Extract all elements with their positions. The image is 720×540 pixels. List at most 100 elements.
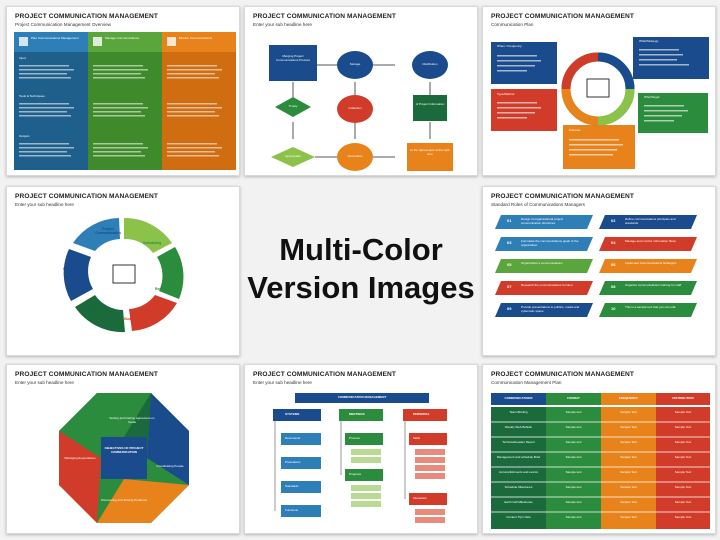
- petal-goals: Setting and Getting Agreement on Goals: [109, 416, 155, 424]
- table-cell-frequency: Sample Text: [620, 455, 637, 459]
- role-text-01: Design of organizational project communi…: [521, 217, 564, 225]
- table-cell-format: Sample text: [565, 500, 582, 504]
- table-cell-frequency: Sample Text: [620, 440, 637, 444]
- node-right-people: to the right people at the right time: [410, 148, 450, 156]
- slide-subtitle: Communication Management Plan: [491, 380, 562, 385]
- slide-title: PROJECT COMMUNICATION MANAGEMENT: [15, 193, 159, 200]
- table-cell-format: Sample text: [565, 470, 582, 474]
- segment-project-communication: Project Communication: [95, 227, 121, 235]
- objectives-octagon: [59, 393, 189, 523]
- slide-title: PROJECT COMMUNICATION MANAGEMENT: [491, 13, 635, 20]
- tree-process: Process: [349, 436, 360, 440]
- table-cell-format: Sample text: [565, 455, 582, 459]
- tree-header: COMMUNICATION MANAGEMENT: [337, 395, 387, 399]
- plan-ring-diagram: [491, 37, 709, 169]
- slide-management-tree[interactable]: PROJECT COMMUNICATION MANAGEMENT Enter y…: [244, 364, 478, 534]
- slide-plan-table[interactable]: PROJECT COMMUNICATION MANAGEMENT Communi…: [482, 364, 716, 534]
- col-head-manage: Manage Communications: [105, 36, 140, 40]
- table-cell-distribution: Sample Text: [674, 455, 692, 459]
- tree-standards: Standards: [285, 484, 299, 488]
- table-cell-frequency: Sample Text: [620, 500, 637, 504]
- segment-resource: Resource: [155, 287, 171, 291]
- table-cell-distribution: Sample Text: [674, 515, 692, 519]
- table-header-frequency: FREQUENCY: [619, 396, 638, 400]
- table-cell-communication: Content Tip'n Nets: [506, 515, 531, 519]
- petal-problems: Discovering and Solving Problems: [101, 498, 147, 502]
- tree-documents: Documents: [285, 436, 301, 440]
- segment-scheduling: Scheduling: [143, 241, 162, 245]
- col-head-plan: Plan Communications Management: [31, 36, 79, 40]
- section-tools: Tools & Techniques: [19, 94, 45, 98]
- table-cell-communication: Earth Call Milestones: [504, 500, 533, 504]
- cycle-diagram: [63, 217, 184, 333]
- slide-subtitle: Project Communication Management Overvie…: [15, 22, 111, 27]
- tree-personal: PERSONAL: [413, 412, 430, 416]
- table-cell-format: Sample text: [565, 515, 582, 519]
- role-num-10: 10: [611, 306, 616, 311]
- process-flow-diagram: [269, 45, 453, 171]
- tree-progress: Progress: [349, 472, 362, 476]
- role-num-02: 02: [611, 218, 616, 223]
- slide-title: PROJECT COMMUNICATION MANAGEMENT: [15, 371, 159, 378]
- slide-communication-plan[interactable]: PROJECT COMMUNICATION MANAGEMENT Communi…: [482, 6, 716, 176]
- tree-interaction: Interaction: [413, 496, 428, 500]
- box-who: Who/Target:: [644, 95, 661, 99]
- node-distribution: Distribution: [422, 62, 438, 66]
- tree-skills: Skills: [413, 436, 421, 440]
- multi-color-label: Multi-Color Version Images: [244, 186, 478, 356]
- role-num-08: 08: [611, 284, 616, 289]
- table-cell-distribution: Sample Text: [674, 425, 692, 429]
- slide-title: PROJECT COMMUNICATION MANAGEMENT: [15, 13, 159, 20]
- table-cell-communication: Schedule Milestones: [504, 485, 533, 489]
- label-line-2: Version Images: [247, 270, 475, 305]
- objectives-center: OBJECTIVES OF PROJECT COMMUNICATION: [104, 446, 144, 454]
- table-cell-frequency: Sample Text: [620, 425, 637, 429]
- table-cell-format: Sample text: [565, 410, 582, 414]
- role-text-03: Formulate the communications goals of th…: [521, 239, 579, 247]
- node-timely: Timely: [288, 104, 298, 108]
- box-type: Type/Method: [497, 92, 515, 96]
- role-text-09: Provide presentations to publics, media …: [521, 305, 580, 313]
- tree-procedures: Procedures: [285, 460, 301, 464]
- slide-subtitle: Enter your sub headline here: [15, 202, 74, 207]
- table-cell-format: Sample text: [565, 485, 582, 489]
- table-cell-frequency: Sample Text: [620, 485, 637, 489]
- slide-process-flow[interactable]: PROJECT COMMUNICATION MANAGEMENT Enter y…: [244, 6, 478, 176]
- role-num-01: 01: [507, 218, 512, 223]
- slide-cycle[interactable]: PROJECT COMMUNICATION MANAGEMENT Enter y…: [6, 186, 240, 356]
- box-when: When / Frequency:: [497, 44, 523, 48]
- table-cell-distribution: Sample Text: [674, 410, 692, 414]
- role-num-05: 05: [507, 262, 512, 267]
- table-cell-distribution: Sample Text: [674, 470, 692, 474]
- node-project-info: of Project Information: [415, 102, 445, 106]
- slide-subtitle: Enter your sub headline here: [15, 380, 74, 385]
- tree-functions: Functions: [285, 508, 299, 512]
- label-line-1: Multi-Color: [279, 232, 443, 267]
- tree-meetings: MEETINGS: [349, 412, 365, 416]
- table-header-format: FORMAT: [567, 396, 580, 400]
- role-text-04: Manage and monitor information flows: [625, 239, 676, 243]
- table-cell-distribution: Sample Text: [674, 485, 692, 489]
- segment-risk: Project Risk: [63, 267, 83, 271]
- role-num-07: 07: [507, 284, 512, 289]
- table-cell-frequency: Sample Text: [620, 515, 637, 519]
- role-text-06: Implement Communications Strategies: [625, 261, 677, 265]
- role-text-08: Organize communications training for sta…: [625, 283, 682, 287]
- table-cell-frequency: Sample Text: [620, 410, 637, 414]
- role-text-10: This is a sample text that you can edit.: [625, 305, 677, 309]
- section-input: Input: [19, 56, 26, 60]
- roles-grid: [495, 215, 697, 317]
- slide-overview[interactable]: PROJECT COMMUNICATION MANAGEMENT Project…: [6, 6, 240, 176]
- table-cell-format: Sample text: [565, 440, 582, 444]
- petal-expectations: Managing Expectations: [64, 456, 96, 460]
- slide-objectives[interactable]: PROJECT COMMUNICATION MANAGEMENT Enter y…: [6, 364, 240, 534]
- node-collection: Collection: [348, 106, 362, 110]
- table-cell-communication: Team Briefing: [509, 410, 528, 414]
- table-cell-frequency: Sample Text: [620, 470, 637, 474]
- slide-standard-roles[interactable]: PROJECT COMMUNICATION MANAGEMENT Standar…: [482, 186, 716, 356]
- slide-subtitle: Enter your sub headline here: [253, 22, 312, 27]
- slide-title: PROJECT COMMUNICATION MANAGEMENT: [491, 193, 635, 200]
- segment-budget: Budget & Cost: [124, 317, 148, 321]
- node-appropriate: Appropriate: [285, 154, 301, 158]
- slide-subtitle: Standard Roles of Communications Manager…: [491, 202, 585, 207]
